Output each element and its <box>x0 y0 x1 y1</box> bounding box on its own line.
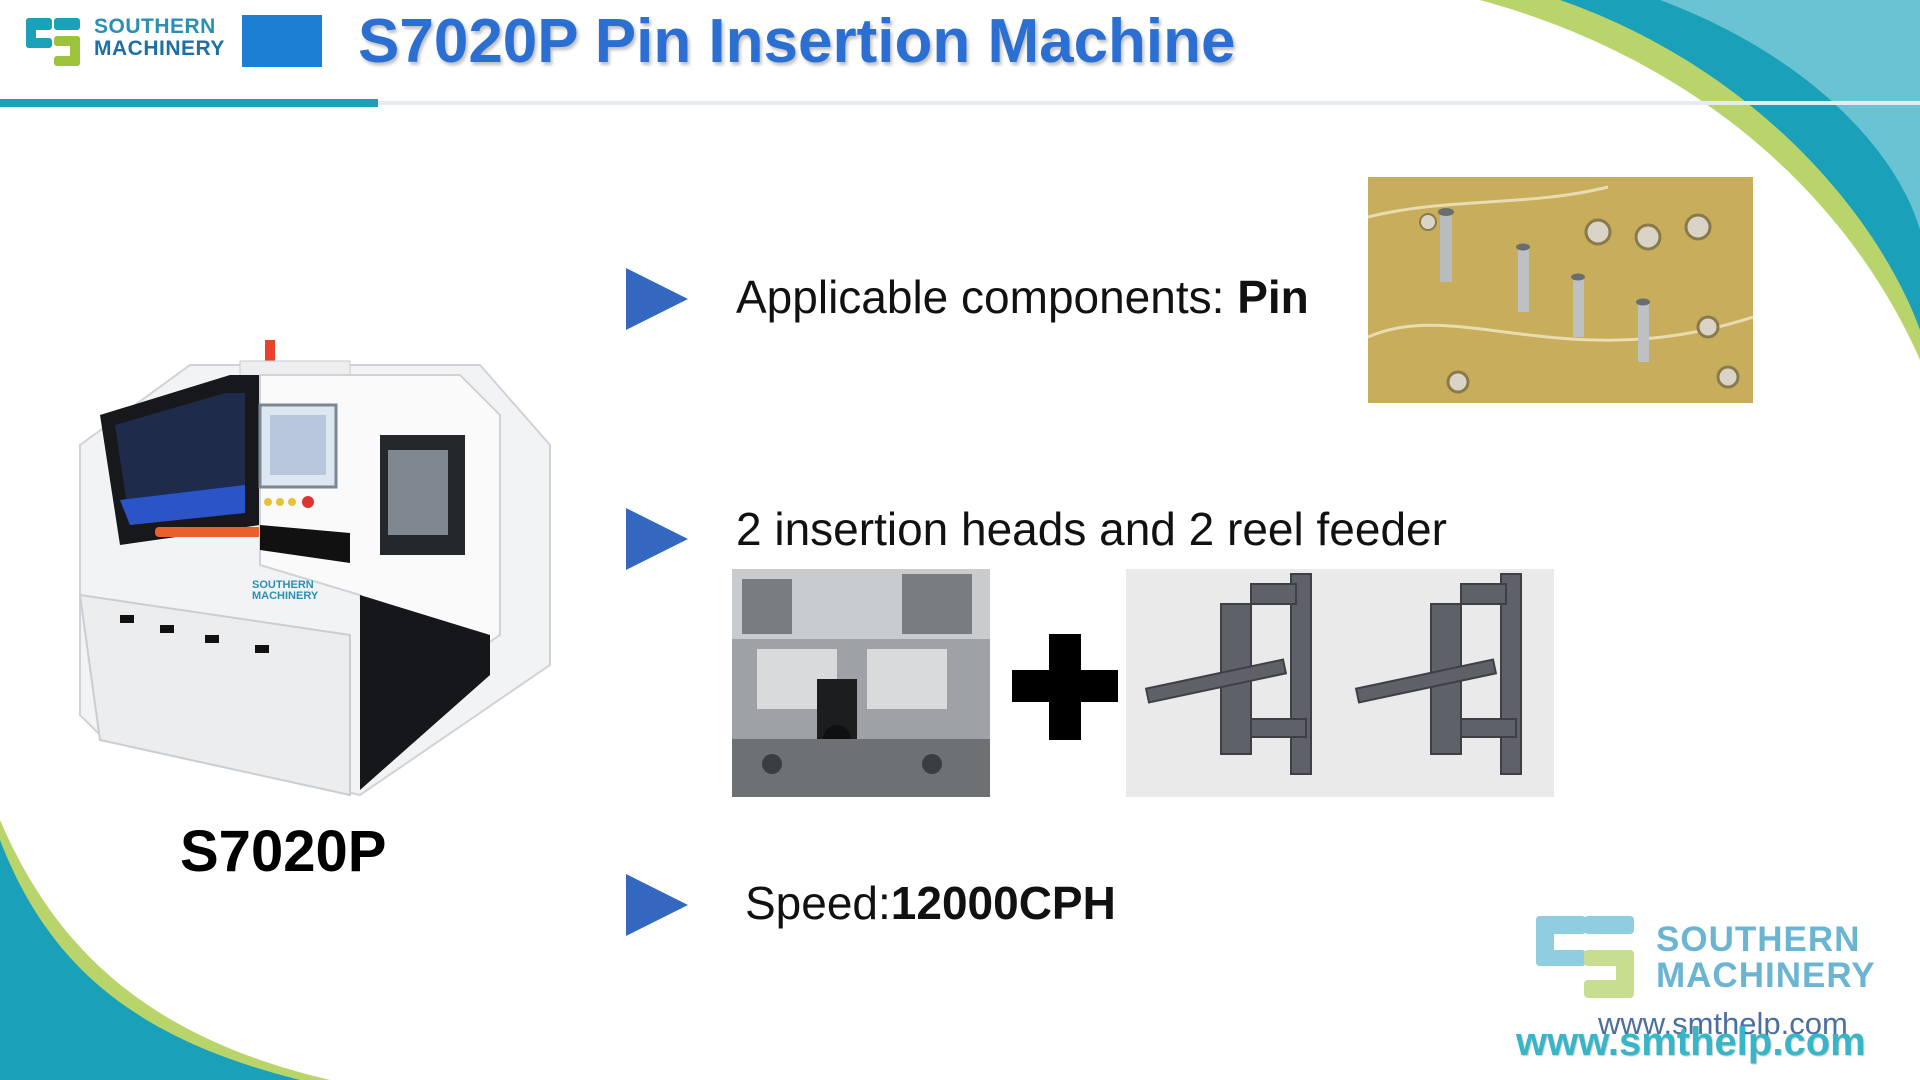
bullet-1-triangle-right-icon <box>626 268 688 330</box>
machine-label-line-1: SOUTHERN <box>252 579 314 591</box>
machine-label-line-2: MACHINERY <box>252 590 319 602</box>
watermark-wordmark: SOUTHERN MACHINERY <box>1656 922 1876 994</box>
bullet-2-triangle-right-icon <box>626 508 688 570</box>
page-title: S7020P Pin Insertion Machine <box>358 7 1236 76</box>
watermark-url-large: www.smthelp.com <box>1516 1020 1866 1064</box>
bullet-3-prefix: Speed: <box>745 877 891 929</box>
watermark-logo-icon <box>1536 916 1634 998</box>
logo-wordmark: SOUTHERN MACHINERY <box>94 16 225 60</box>
logo-blue-block <box>242 15 322 67</box>
header-divider-accent <box>0 99 378 107</box>
southern-machinery-logo-icon <box>26 18 80 66</box>
header-divider <box>378 101 1920 105</box>
bullet-1-prefix: Applicable components: <box>736 271 1238 323</box>
machine-brand-label: SOUTHERN MACHINERY <box>252 580 318 602</box>
watermark-line-2: MACHINERY <box>1656 956 1876 995</box>
bullet-1-text: Applicable components: Pin <box>736 270 1309 324</box>
machine-photo <box>78 340 551 797</box>
pin-pcb-photo <box>1368 177 1753 403</box>
model-label: S7020P <box>180 819 387 884</box>
plus-icon-vertical <box>1049 634 1081 740</box>
bullet-2-text: 2 insertion heads and 2 reel feeder <box>736 503 1447 555</box>
watermark-line-1: SOUTHERN <box>1656 920 1861 959</box>
bullet-3-text: Speed:12000CPH <box>745 876 1116 930</box>
header-logo: SOUTHERN MACHINERY <box>24 12 324 72</box>
bullet-3-triangle-right-icon <box>626 874 688 936</box>
bullet-3-value: 12000CPH <box>890 877 1116 929</box>
watermark-url-small: www.smthelp.com <box>1598 1006 1848 1041</box>
bullet-1-value: Pin <box>1237 271 1309 323</box>
logo-line-2: MACHINERY <box>94 37 225 60</box>
reel-feeders-render <box>1126 569 1554 797</box>
insertion-heads-photo <box>732 569 990 797</box>
logo-line-1: SOUTHERN <box>94 15 216 38</box>
